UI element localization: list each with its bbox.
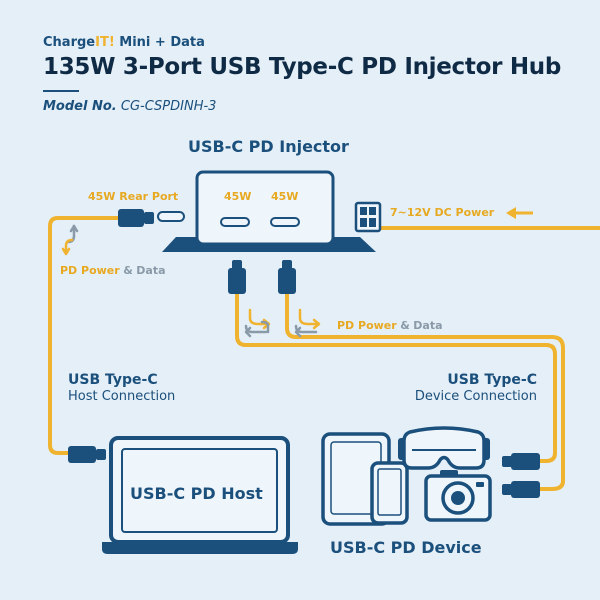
- port-b-label: 45W: [271, 190, 299, 203]
- flow-label-host: PD Power & Data: [60, 264, 166, 277]
- flow-label-device: PD Power & Data: [337, 319, 443, 332]
- flow-arrows-mid2: [294, 308, 321, 338]
- front-port-a: [220, 217, 250, 227]
- title-divider: [43, 90, 79, 92]
- pd-device-label: USB-C PD Device: [330, 538, 482, 557]
- injector-plug-2: [278, 260, 296, 294]
- laptop-icon: [102, 436, 298, 554]
- port-a-label: 45W: [224, 190, 252, 203]
- injector-title: USB-C PD Injector: [188, 137, 349, 156]
- front-port-b: [270, 217, 300, 227]
- brand-name: ChargeIT! Mini + Data: [43, 35, 205, 50]
- device-connector-2: [502, 481, 540, 498]
- host-device-label: USB-C PD Host: [130, 484, 263, 503]
- camera-icon: [424, 470, 492, 522]
- phone-icon: [370, 461, 409, 525]
- page-title: 135W 3-Port USB Type-C PD Injector Hub: [43, 54, 562, 80]
- device-connection-heading: USB Type-C: [447, 372, 537, 388]
- host-cable: [48, 216, 122, 455]
- flow-arrows-left: [61, 224, 79, 256]
- dc-input-arrow: [506, 207, 533, 219]
- dc-connector: [354, 201, 382, 233]
- device-cable-2: [285, 290, 565, 491]
- rear-port: [157, 211, 185, 222]
- model-number: Model No. CG-CSPDINH-3: [43, 99, 217, 114]
- device-connector-1: [502, 453, 540, 470]
- injector-plug-1: [228, 260, 246, 294]
- rear-port-label: 45W Rear Port: [88, 190, 179, 203]
- host-connection-sub: Host Connection: [68, 389, 176, 404]
- host-connection-heading: USB Type-C: [68, 372, 158, 388]
- device-connection-sub: Device Connection: [414, 389, 537, 404]
- vr-headset-icon: [398, 426, 490, 470]
- host-connector: [68, 446, 106, 463]
- injector-body: [195, 170, 335, 246]
- cables: [48, 216, 600, 491]
- dc-power-label: 7~12V DC Power: [390, 206, 495, 219]
- device-cable-1: [235, 290, 557, 463]
- flow-arrows-mid1: [244, 308, 271, 338]
- injector-hub: [157, 170, 376, 252]
- rear-connector: [118, 209, 154, 227]
